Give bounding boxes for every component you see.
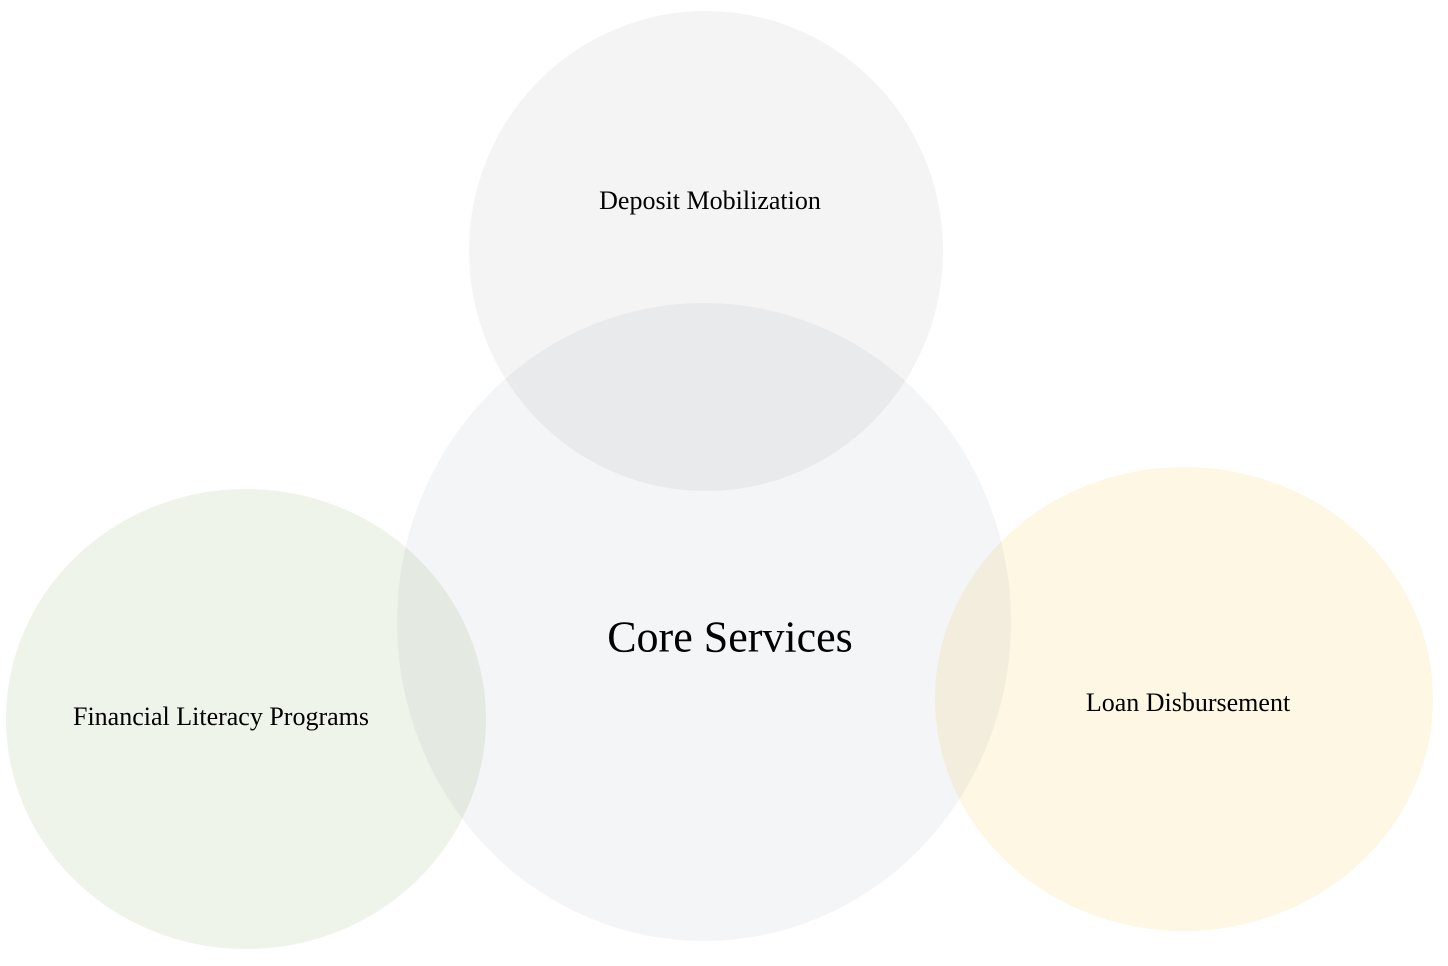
loan-disbursement-label: Loan Disbursement — [1085, 688, 1291, 717]
deposit-mobilization-circle — [467, 9, 945, 493]
financial-literacy-label: Financial Literacy Programs — [72, 702, 370, 731]
loan-disbursement-circle — [933, 465, 1435, 933]
deposit-mobilization-label: Deposit Mobilization — [599, 186, 821, 215]
core-services-label: Core Services — [607, 612, 853, 662]
financial-literacy-circle — [4, 487, 488, 951]
